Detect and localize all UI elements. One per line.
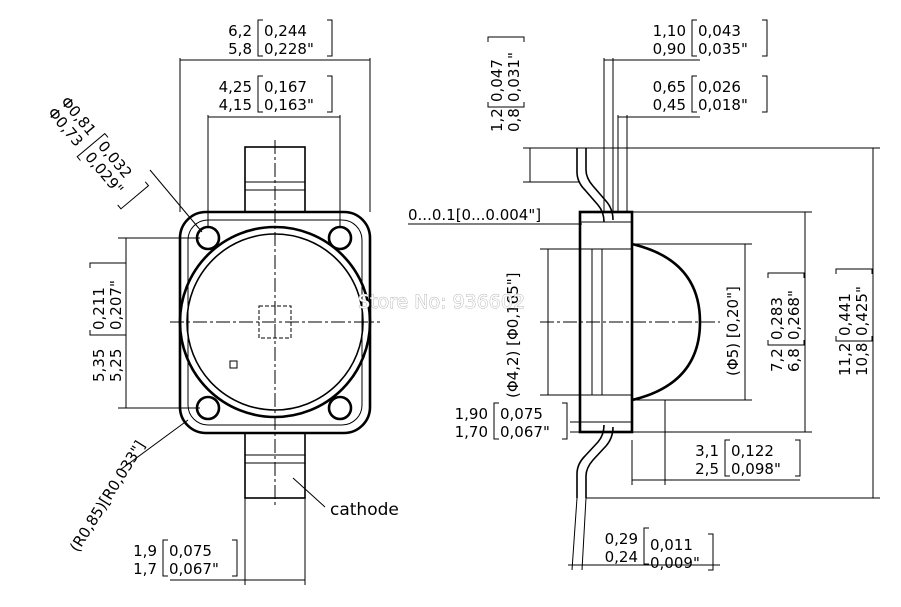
dim-text: 0,24 (605, 548, 638, 566)
side-dim-lead-width: 0,65 0,45 0,026 0,018" (653, 75, 768, 114)
dim-text: 0,163" (264, 96, 314, 114)
dim-text: 0,047 (488, 59, 506, 102)
dim-text: 0,035" (698, 40, 748, 58)
side-dim-base-thk: 1,90 1,70 0,075 0,067" (455, 402, 568, 441)
corner-hole-tr (327, 225, 353, 251)
store-watermark: Store No: 936602 (358, 291, 525, 313)
dim-text: 6,2 (228, 22, 252, 40)
dim-text: 1,7 (133, 560, 157, 578)
dim-text: 0,211 (90, 287, 108, 330)
dim-text: 0,075 (169, 542, 212, 560)
dim-text: 0,122 (731, 442, 774, 460)
upper-lead (576, 148, 605, 223)
dim-text: 0,067" (169, 560, 219, 578)
dim-text: 7,2 (768, 348, 786, 372)
dim-text: 3,1 (695, 442, 719, 460)
dim-text: 0,283 (768, 297, 786, 340)
side-dim-lead-thk: 1,10 0,90 0,043 0,035" (653, 19, 768, 58)
dim-text: 0,441 (836, 293, 854, 336)
side-dim-depth: 3,1 2,5 0,122 0,098" (695, 439, 801, 478)
lower-lead (576, 424, 605, 498)
dim-text: 5,35 (90, 349, 108, 382)
dim-text: 0,228" (264, 40, 314, 58)
polarity-mark (229, 360, 238, 369)
corner-hole-bl (195, 395, 221, 421)
dim-text: 1,9 (133, 542, 157, 560)
corner-hole-br (327, 395, 353, 421)
side-dim-flatness: 0...0.1[0...0.004"] (408, 206, 541, 224)
dim-text: 0,098" (731, 460, 781, 478)
dim-text: 1,90 (455, 405, 488, 423)
dim-text: 0,011 (650, 536, 693, 554)
dim-text: 0,075 (500, 405, 543, 423)
dim-text: 5,8 (228, 40, 252, 58)
side-dim-lens-dia: (Φ5) [0,20"] (724, 286, 742, 376)
dim-text: 0,043 (698, 22, 741, 40)
dim-text: 0,65 (653, 78, 686, 96)
front-view (118, 58, 380, 585)
dim-text: 4,25 (219, 78, 252, 96)
side-view (408, 58, 880, 571)
dim-text: (Φ5) [0,20"] (724, 286, 742, 376)
dim-text: 1,2 (488, 108, 506, 132)
dim-text: 1,70 (455, 423, 488, 441)
side-dim-total-h: 11,2 10,8 0,441 0,425" (835, 268, 873, 376)
side-dim-lead-offset: 1,2 0,8 0,047 0,031" (487, 36, 525, 132)
front-dim-hole-dia: Φ0,81 Φ0,73 0,032 0,029" (44, 93, 150, 210)
dim-text: 0,29 (605, 530, 638, 548)
dim-text: 0,031" (505, 52, 523, 102)
dim-text: 0,45 (653, 96, 686, 114)
side-dim-lead-t: 0,29 0,24 0,011 0,009" (605, 527, 714, 572)
front-dim-height: 5,35 5,25 0,211 0,207" (89, 262, 127, 382)
dim-text: 0,425" (853, 286, 871, 336)
dim-text: 0,8 (505, 108, 523, 132)
front-dim-width-inner: 4,25 4,15 0,167 0,163" (219, 75, 333, 114)
side-dim-body-h: 7,2 6,8 0,283 0,268" (767, 272, 805, 372)
dim-text: 0,268" (785, 290, 803, 340)
dim-text: 1,10 (653, 22, 686, 40)
dim-text: 2,5 (695, 460, 719, 478)
dim-text: (Φ4,2) [Φ0,165"] (504, 273, 522, 399)
lens-dome (631, 242, 702, 402)
dim-text: 10,8 (853, 343, 871, 376)
dim-text: 4,15 (219, 96, 252, 114)
cathode-label: cathode (330, 500, 399, 520)
dim-text: 0,90 (653, 40, 686, 58)
top-lead-tab (244, 146, 306, 213)
front-dim-radius: (R0,85)[R0,033"] (66, 437, 149, 555)
front-dim-width-outer: 6,2 5,8 0,244 0,228" (228, 19, 333, 58)
dim-text: 0,067" (500, 423, 550, 441)
dim-text: 0,026 (698, 78, 741, 96)
dim-text: 0,167 (264, 78, 307, 96)
side-dim-lens-base-dia: (Φ4,2) [Φ0,165"] (504, 273, 522, 399)
dim-text: 11,2 (836, 343, 854, 376)
dim-text: 6,8 (785, 348, 803, 372)
dim-text: (R0,85)[R0,033"] (66, 437, 149, 555)
dim-text: 0,018" (698, 96, 748, 114)
dim-text: 0,244 (264, 22, 307, 40)
dim-text: 5,25 (107, 349, 125, 382)
dim-text: 0,009" (650, 554, 700, 572)
front-dim-tab-width: 1,9 1,7 0,075 0,067" (133, 539, 238, 578)
dim-text: 0,207" (107, 280, 125, 330)
